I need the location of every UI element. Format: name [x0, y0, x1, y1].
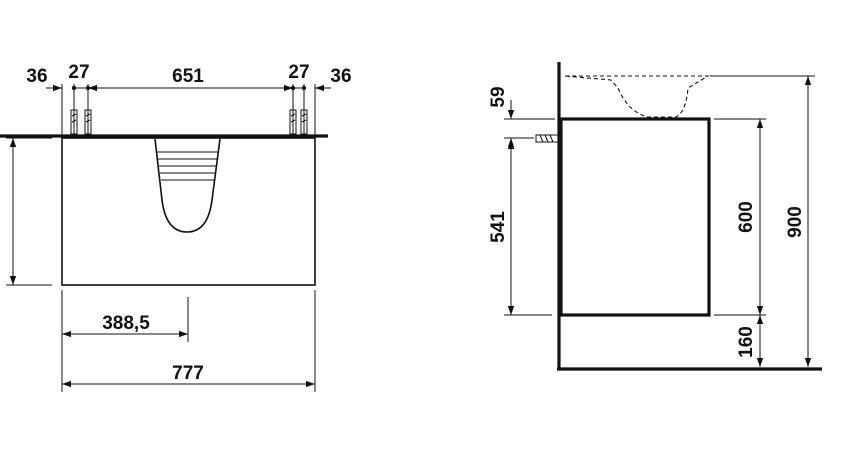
dim-left-edge-offset: 36 — [26, 66, 47, 87]
wall-bracket-right-icon — [289, 84, 308, 136]
dim-right-edge-offset: 36 — [330, 66, 351, 87]
side-view: 59 541 600 160 900 — [488, 62, 822, 371]
cabinet-front — [61, 137, 316, 286]
dim-bracket-spacing: 651 — [172, 66, 204, 87]
wall-bracket-left-icon — [70, 84, 92, 136]
dim-total-height: 900 — [785, 206, 806, 238]
cabinet-side — [559, 117, 711, 317]
dim-cabinet-height: 600 — [736, 201, 757, 233]
siphon-icon — [154, 138, 221, 233]
dim-right-bracket-width: 27 — [288, 62, 309, 83]
dim-floor-clearance: 160 — [736, 326, 757, 358]
wall-bracket-side-icon — [535, 134, 559, 143]
front-view: 36 27 651 27 36 497 388,5 777 — [0, 62, 352, 392]
dim-top-offset: 59 — [488, 86, 509, 107]
dim-center: 388,5 — [102, 313, 150, 334]
dim-left-bracket-width: 27 — [68, 62, 89, 83]
basin-outline — [564, 75, 710, 118]
dim-height: 497 — [0, 195, 5, 227]
dim-total-width: 777 — [172, 363, 204, 384]
dim-bracket-height: 541 — [488, 211, 509, 243]
